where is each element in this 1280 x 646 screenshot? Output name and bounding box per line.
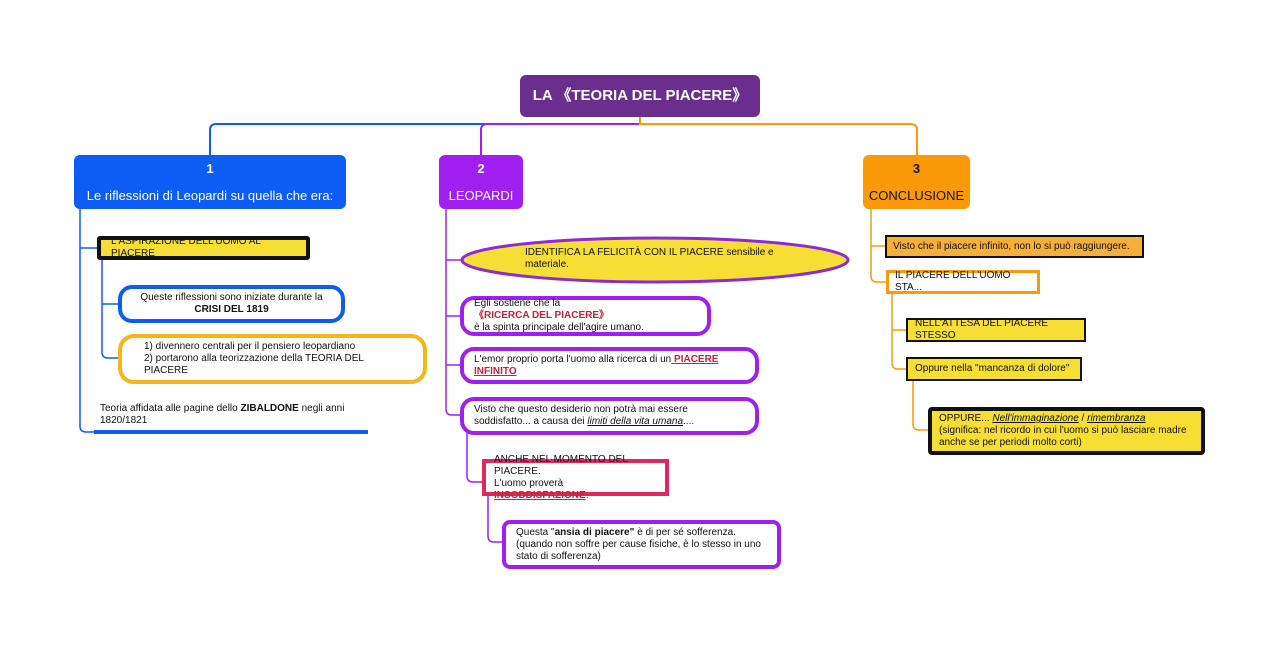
visto-pre: Visto che questo desiderio non potrà mai… bbox=[474, 404, 688, 427]
ansia-bold: ansia di piacere" bbox=[554, 526, 635, 538]
connector-b2-main bbox=[445, 209, 460, 416]
divennero-line2: 2) portarono alla teorizzazione della TE… bbox=[144, 353, 364, 376]
oppure-pre: OPPURE... bbox=[939, 413, 993, 424]
oppure-node[interactable]: OPPURE... Nell'immaginazione / rimembran… bbox=[928, 407, 1205, 455]
emor-pre: L'emor proprio porta l'uomo alla ricerca… bbox=[474, 353, 672, 365]
branch-1-title: Le riflessioni di Leopardi su quella che… bbox=[86, 187, 334, 203]
aspirazione-node[interactable]: L'ASPIRAZIONE DELL'UOMO AL PIACERE bbox=[97, 236, 310, 260]
connector-b1-sub bbox=[101, 260, 118, 359]
ricerca-post: è la spinta principale dell'agire umano. bbox=[474, 322, 644, 333]
attesa-text: NELL'ATTESA DEL PIACERE STESSO bbox=[915, 318, 1049, 341]
connector-b3-sub bbox=[891, 293, 906, 370]
stato-node[interactable]: IL PIACERE DELL'UOMO STA... bbox=[886, 270, 1040, 294]
zibaldone-post: negli anni 1820/1821 bbox=[100, 403, 345, 426]
branch-2-number: 2 bbox=[477, 160, 485, 176]
branch-2-header[interactable]: 2 LEOPARDI bbox=[439, 155, 523, 209]
anche-line1: ANCHE NEL MOMENTO DEL PIACERE. bbox=[494, 453, 628, 477]
divennero-node[interactable]: 1) divennero centrali per il pensiero le… bbox=[118, 334, 427, 384]
connector-root-branch2 bbox=[480, 117, 641, 155]
visto-node[interactable]: Visto che questo desiderio non potrà mai… bbox=[460, 397, 759, 435]
attesa-node[interactable]: NELL'ATTESA DEL PIACERE STESSO bbox=[906, 318, 1086, 342]
connector-root-branch3 bbox=[639, 117, 918, 155]
mancanza-text: Oppure nella "mancanza di dolore" bbox=[915, 363, 1070, 374]
oppure-line2: (significa: nel ricordo in cui l'uomo si… bbox=[939, 425, 1187, 448]
crisi-node[interactable]: Queste riflessioni sono iniziate durante… bbox=[118, 285, 345, 323]
ricerca-node[interactable]: Egli sostiene che la 《RICERCA DEL PIACER… bbox=[460, 296, 711, 336]
ansia-pre: Questa " bbox=[516, 526, 555, 538]
branch-1-header[interactable]: 1 Le riflessioni di Leopardi su quella c… bbox=[74, 155, 346, 209]
ricerca-red: 《RICERCA DEL PIACERE》 bbox=[474, 310, 610, 321]
ansia-node[interactable]: Questa "ansia di piacere" è di per sé so… bbox=[502, 520, 781, 569]
anche-pre: L'uomo proverà bbox=[494, 477, 564, 489]
oppure-u2: rimembranza bbox=[1087, 413, 1146, 424]
connector-root-branch1 bbox=[209, 117, 641, 155]
branch-3-title: CONCLUSIONE bbox=[868, 187, 965, 203]
zibaldone-node[interactable]: Teoria affidata alle pagine dello ZIBALD… bbox=[100, 403, 362, 427]
anche-red: INSODDISFAZIONE bbox=[494, 489, 586, 501]
branch-3-header[interactable]: 3 CONCLUSIONE bbox=[863, 155, 970, 209]
ansia-line2: (quando non soffre per cause fisiche, è … bbox=[516, 538, 761, 562]
branch-1-number: 1 bbox=[206, 160, 214, 176]
felicita-text: IDENTIFICA LA FELICITÀ CON IL PIACERE se… bbox=[525, 247, 774, 270]
connector-b2-anche bbox=[466, 432, 482, 483]
felicita-ellipse bbox=[460, 236, 850, 284]
branch-3-number: 3 bbox=[912, 160, 921, 176]
anche-node[interactable]: ANCHE NEL MOMENTO DEL PIACERE. L'uomo pr… bbox=[482, 454, 669, 501]
ricerca-pre: Egli sostiene che la bbox=[474, 298, 561, 309]
connector-b2-ansia bbox=[487, 496, 502, 543]
oppure-u1: Nell'immaginazione bbox=[992, 413, 1079, 424]
ansia-post: è di per sé sofferenza. bbox=[634, 526, 736, 538]
mancanza-node[interactable]: Oppure nella "mancanza di dolore" bbox=[906, 357, 1082, 381]
connector-b1-main bbox=[79, 209, 100, 433]
aspirazione-text: L'ASPIRAZIONE DELL'UOMO AL PIACERE bbox=[111, 236, 261, 259]
oppure-sep: / bbox=[1078, 413, 1088, 424]
root-title[interactable]: LA 《TEORIA DEL PIACERE》 bbox=[520, 75, 760, 117]
connector-b3-oppure bbox=[912, 381, 928, 431]
crisi-line1: Queste riflessioni sono iniziate durante… bbox=[140, 292, 323, 303]
visto-post: .... bbox=[683, 416, 695, 427]
b3-visto-text: Visto che il piacere infinito, non lo si… bbox=[893, 240, 1130, 252]
emor-node[interactable]: L'emor proprio porta l'uomo alla ricerca… bbox=[460, 347, 759, 384]
b3-visto-node[interactable]: Visto che il piacere infinito, non lo si… bbox=[885, 235, 1144, 258]
zibaldone-pre: Teoria affidata alle pagine dello bbox=[100, 403, 241, 414]
emor-red: PIACERE INFINITO bbox=[474, 353, 719, 377]
divennero-line1: 1) divennero centrali per il pensiero le… bbox=[144, 341, 356, 352]
connector-b3-main bbox=[870, 209, 886, 283]
felicita-node[interactable]: IDENTIFICA LA FELICITÀ CON IL PIACERE se… bbox=[525, 247, 795, 271]
anche-post: . bbox=[585, 489, 589, 501]
visto-italic: limiti della vita umana bbox=[587, 416, 684, 427]
stato-text: IL PIACERE DELL'UOMO STA... bbox=[895, 270, 1011, 293]
branch-2-title: LEOPARDI bbox=[448, 187, 514, 203]
crisi-line2: CRISI DEL 1819 bbox=[194, 304, 269, 315]
zibaldone-bold: ZIBALDONE bbox=[240, 403, 299, 414]
